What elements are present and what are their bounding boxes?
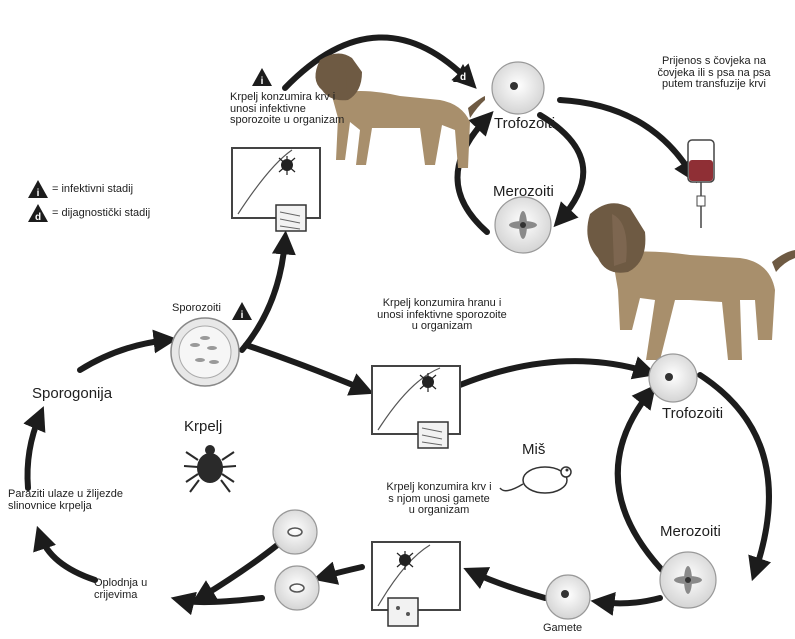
arrow-merozoiti-right-up — [618, 392, 662, 570]
arrow-sporozoiti-up — [242, 240, 285, 350]
label-merozoiti-top: Merozoiti — [493, 184, 554, 200]
legend-infective-text: = infektivni stadij — [52, 184, 133, 196]
label-trofozoiti-top: Trofozoiti — [494, 116, 555, 132]
label-paraziti: Paraziti ulaze u žlijezde slinovnice krp… — [8, 489, 168, 512]
svg-text:i: i — [37, 188, 40, 199]
legend-diagnostic-symbol: d — [28, 204, 48, 223]
arrow-gamete-to-tick — [472, 572, 545, 598]
label-sporozoiti: Sporozoiti — [172, 303, 221, 315]
tick-panel-top — [232, 148, 320, 231]
legend-infective-symbol: i — [28, 180, 48, 199]
cell-zygote-top — [273, 510, 317, 554]
cell-zygote-bottom — [275, 566, 319, 610]
svg-text:i: i — [241, 310, 244, 321]
label-trofozoiti-right: Trofozoiti — [662, 406, 723, 422]
infective-stage-icon-sporozoiti: i — [232, 302, 252, 321]
label-gamete: Gamete — [543, 623, 582, 635]
cell-merozoit-top — [495, 197, 551, 253]
mouse-icon — [500, 467, 571, 493]
arrow-tick-to-zygote — [322, 567, 362, 577]
arrow-merozoiti-to-gamete — [600, 598, 660, 603]
label-transfusion: Prijenos s čovjeka na čovjeka ili s psa … — [650, 56, 778, 91]
arrow-sporogonija-to-sporozoiti — [80, 340, 168, 370]
label-tick-feeds-top: Krpelj konzumira krv i unosi infektivne … — [230, 92, 350, 127]
svg-text:d: d — [35, 212, 41, 223]
label-krpelj: Krpelj — [184, 419, 222, 435]
cell-trofozoit-top — [492, 62, 544, 114]
arrow-paraziti-to-sporogonija — [28, 415, 41, 488]
cell-trofozoit-right — [649, 354, 697, 402]
arrow-oplodnja-to-paraziti — [40, 535, 95, 580]
tick-panel-middle — [372, 366, 460, 448]
blood-bag-icon — [688, 140, 714, 228]
cell-gamete — [546, 575, 590, 619]
arrow-sporozoiti-to-tick-mid — [246, 345, 365, 390]
arrow-tick-mid-to-dog — [460, 361, 648, 385]
tick-panel-bottom — [372, 542, 460, 626]
tick-large-icon — [184, 445, 236, 492]
cell-merozoit-right — [660, 552, 716, 608]
label-tick-feeds-gametes: Krpelj konzumira krv i s njom unosi game… — [384, 482, 494, 517]
legend-diagnostic-text: = dijagnostički stadij — [52, 208, 150, 220]
infective-stage-icon-top: i — [252, 68, 272, 87]
arrow-tick-to-dog-top — [285, 37, 470, 88]
dog-large — [587, 203, 795, 360]
label-mis: Miš — [522, 442, 545, 458]
label-tick-feeds-middle: Krpelj konzumira hranu i unosi infektivn… — [376, 298, 508, 333]
label-oplodnja: Oplodnja u crijevima — [94, 578, 184, 601]
cell-sporozoiti — [171, 318, 239, 386]
arrow-bottom-to-left — [180, 598, 262, 602]
label-merozoiti-right: Merozoiti — [660, 524, 721, 540]
label-sporogonija: Sporogonija — [32, 386, 112, 402]
svg-text:i: i — [261, 76, 264, 87]
svg-text:d: d — [460, 72, 466, 83]
